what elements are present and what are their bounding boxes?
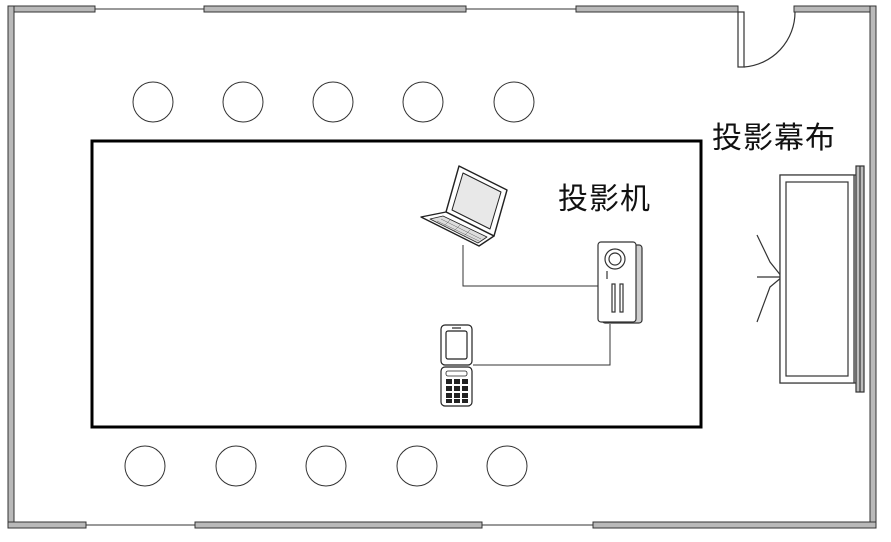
projector-screen-label: 投影幕布 — [712, 121, 836, 156]
chairs-top-row — [132, 81, 535, 123]
wall-segment — [869, 5, 877, 529]
phone-cable — [473, 324, 611, 366]
chair — [486, 445, 528, 487]
door — [737, 11, 796, 68]
chair — [493, 81, 535, 123]
phone-keypad — [446, 379, 468, 403]
screen-surface — [785, 181, 849, 377]
wall-segment — [575, 5, 739, 13]
chair — [222, 81, 264, 123]
projector-label: 投影机 — [558, 182, 651, 217]
chair — [132, 81, 174, 123]
chair — [215, 445, 257, 487]
phone-screen — [445, 330, 468, 360]
laptop-cable — [462, 245, 598, 287]
wall-segment — [7, 521, 87, 529]
wall-segment — [592, 521, 877, 529]
chairs-bottom-row — [124, 445, 528, 487]
outer-walls — [7, 5, 877, 529]
wall-segment — [793, 5, 877, 13]
chair — [396, 445, 438, 487]
laptop-keys — [436, 218, 482, 242]
phone-icon — [440, 324, 473, 407]
door-leaf — [737, 11, 745, 68]
phone-nav — [445, 370, 468, 377]
projector-icon — [597, 241, 643, 324]
wall-segment — [7, 5, 15, 529]
laptop-icon — [420, 165, 508, 247]
laptop-display — [451, 172, 502, 230]
chair — [402, 81, 444, 123]
projection-screen-icon — [756, 165, 865, 393]
door-swing-arc — [743, 11, 796, 68]
projector-vent — [619, 283, 624, 313]
cables — [462, 245, 611, 366]
projector-lens-inner — [608, 252, 622, 266]
chair — [124, 445, 166, 487]
chair — [305, 445, 347, 487]
projector-vent — [611, 283, 616, 313]
wall-segment — [203, 5, 467, 13]
conference-table — [90, 139, 703, 429]
chair — [312, 81, 354, 123]
screen-tripod-leg — [756, 234, 783, 278]
screen-tripod-leg — [756, 276, 783, 323]
laptop-keyboard — [429, 215, 488, 244]
wall-segment — [194, 521, 483, 529]
wall-segment — [7, 5, 96, 13]
